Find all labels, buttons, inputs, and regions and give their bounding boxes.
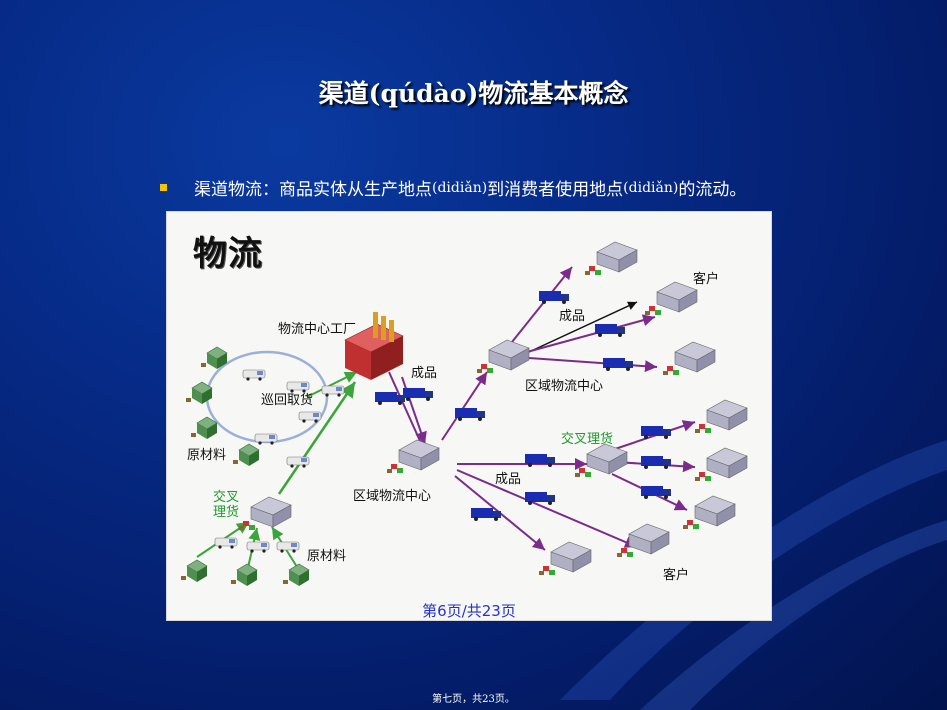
diagram-heading: 物流 [193, 234, 263, 274]
label-finished-goods-1: 成品 [411, 366, 438, 381]
label-cross-dock-left: 交叉 理货 [213, 490, 240, 520]
diagram-graphics [180, 241, 748, 587]
label-milk-run: 巡回取货 [261, 393, 314, 408]
label-customer-top: 客户 [693, 272, 720, 287]
label-raw-materials-bottom: 原材料 [307, 549, 347, 564]
label-customer-bottom: 客户 [663, 568, 690, 583]
factory-icon [344, 312, 404, 380]
bullet-pinyin-1: (didiǎn) [432, 179, 488, 196]
label-regional-center-top: 区域物流中心 [525, 379, 604, 394]
bullet-text-2: 到消费者使用地点 [487, 180, 624, 200]
label-raw-materials-left: 原材料 [187, 448, 227, 463]
logistics-diagram: 物流 物流中心工厂 巡回取货 原材料 交叉 理货 原材料 成品 成品 成品 区域… [166, 211, 772, 621]
page-indicator: 第6页/共23页 [422, 602, 516, 620]
bullet-square-icon [160, 184, 167, 191]
slide-title: 渠道(qúdào)物流基本概念 [318, 79, 629, 108]
label-factory: 物流中心工厂 [278, 322, 357, 337]
bullet-item: 渠道物流：商品实体从生产地点 (didiǎn) 到消费者使用地点 (didiǎn… [160, 175, 746, 200]
label-cross-dock-right: 交叉理货 [561, 432, 614, 447]
label-finished-goods-3: 成品 [495, 472, 522, 487]
bullet-text-1: 渠道物流：商品实体从生产地点 [194, 180, 432, 200]
slide-footer: 第七页，共23页。 [432, 694, 515, 705]
bullet-pinyin-2: (didiǎn) [623, 179, 679, 196]
label-finished-goods-2: 成品 [559, 309, 586, 324]
label-regional-center-mid: 区域物流中心 [353, 489, 432, 504]
bullet-text-3: 的流动。 [678, 180, 747, 200]
